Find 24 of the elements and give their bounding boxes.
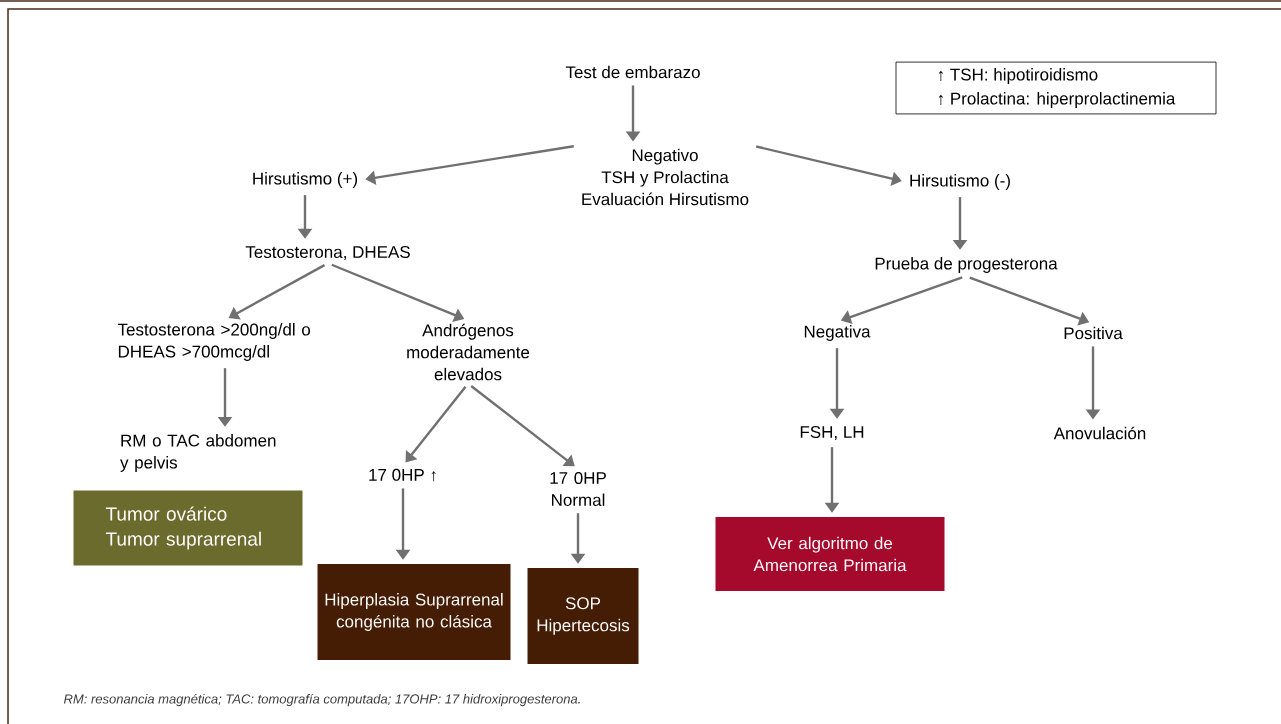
flow-text: 17 0HP ↑ [369, 468, 436, 482]
key-box: ↑ TSH: hipotiroidismo ↑ Prolactina: hiperprolactinemia [895, 61, 1217, 115]
result-box: Hiperplasia Suprarrenal congénita no clásica [317, 564, 511, 660]
result-box: Tumor ovárico Tumor suprarrenal [73, 490, 303, 566]
flow-text: Positiva [1064, 326, 1123, 340]
flow-text: FSH, LH [800, 426, 864, 441]
flow-text: Prueba de progesterona [875, 257, 1058, 273]
flow-text: Hirsutismo (+) [253, 172, 358, 188]
flow-text: Test de embarazo [565, 65, 700, 79]
flow-text: Anovulación [1053, 426, 1146, 440]
flow-text: Testosterona, DHEAS [245, 246, 410, 261]
flow-text: Negativa [804, 325, 871, 341]
caption-text: RM: resonancia magnética; TAC: tomografía computada; 17OHP: 17 hidroxiprogesterona. [63, 693, 580, 707]
arrow [470, 385, 575, 467]
result-box: SOP Hipertecosis [527, 568, 639, 664]
flow-text: RM o TAC abdomen y pelvis [120, 434, 276, 472]
flow-text: Hirsutismo (-) [910, 174, 1010, 190]
flow-text: Negativo TSH y Prolactina Evaluación Hirsutismo [582, 148, 749, 206]
arrow [405, 385, 467, 463]
arrow [755, 145, 902, 186]
flow-text: Testosterona >200ng/dl o DHEAS >700mcg/dl [117, 323, 311, 361]
flow-text: Andrógenos moderadamente elevados [407, 323, 530, 381]
flow-text: 17 0HP Normal [550, 472, 606, 507]
result-box: Ver algoritmo de Amenorrea Primaria [715, 517, 945, 591]
